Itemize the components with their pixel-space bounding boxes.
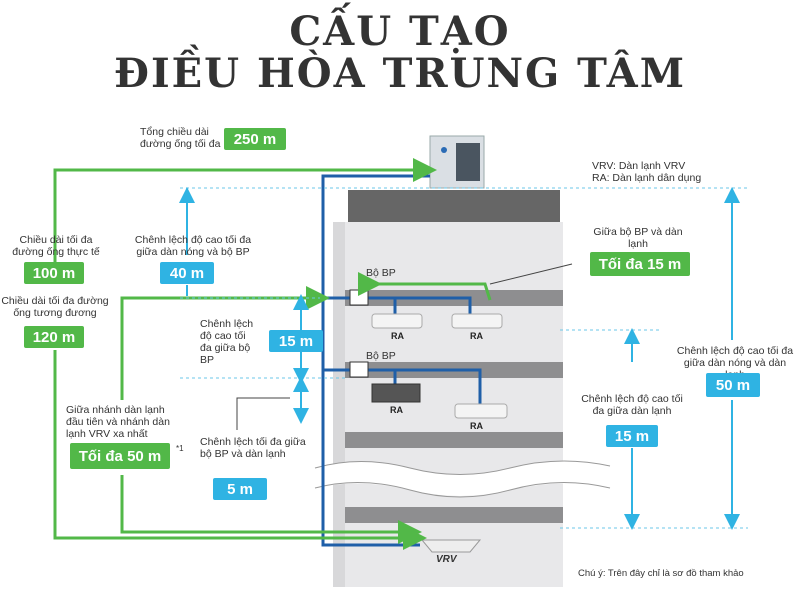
- floor-slab-3: [345, 432, 563, 448]
- floor-slab-4: [345, 507, 563, 523]
- ra-unit-2-label: RA: [470, 331, 483, 341]
- legend-ra: RA: Dàn lạnh dân dụng: [592, 172, 702, 184]
- building-left-wall: [333, 222, 345, 587]
- building-break: [315, 460, 610, 496]
- actual-length-label: Chiều dài tối đa đường ống thực tế: [12, 234, 100, 258]
- ra-unit-1: [371, 313, 423, 329]
- ra-unit-1-label: RA: [391, 331, 404, 341]
- height-out-bp-label: Chênh lệch độ cao tối đa giữa dàn nóng v…: [134, 234, 252, 258]
- bp-indoor-badge: Tối đa 15 m: [590, 252, 690, 276]
- total-length-label: Tổng chiều dài đường ống tối đa: [140, 126, 221, 150]
- height-bp-bp-label: Chênh lệch độ cao tối đa giữa bộ BP: [200, 318, 254, 366]
- height-bp-bp-badge: 15 m: [269, 330, 323, 352]
- ra-unit-3-label: RA: [390, 405, 403, 415]
- vrv-cassette: [420, 539, 482, 553]
- equiv-length-badge: 120 m: [24, 326, 84, 348]
- bp-unit-1: [349, 289, 369, 306]
- title-line-1: CẤU TẠO: [289, 8, 511, 55]
- ra-unit-4: [454, 403, 508, 419]
- ra-unit-4-label: RA: [470, 421, 483, 431]
- reference-note: Chú ý: Trên đây chỉ là sơ đồ tham khảo: [578, 568, 744, 579]
- bp-unit-2-label: Bộ BP: [366, 350, 396, 362]
- height-out-in-badge: 50 m: [706, 373, 760, 397]
- ra-unit-3: [371, 383, 421, 403]
- height-bp-indoor-label: Chênh lệch tối đa giữa bộ BP và dàn lạnh: [200, 436, 306, 460]
- height-out-bp-badge: 40 m: [160, 262, 214, 284]
- bp-unit-2: [349, 361, 369, 378]
- title-line-2: ĐIỀU HÒA TRUNG TÂM: [114, 50, 686, 97]
- total-length-badge: 250 m: [224, 128, 286, 150]
- branch-label: Giữa nhánh dàn lạnh đầu tiên và nhánh dà…: [66, 404, 170, 440]
- height-indoor-badge: 15 m: [606, 425, 658, 447]
- building-roof: [348, 190, 560, 222]
- vrv-unit-label: VRV: [436, 554, 457, 565]
- legend-vrv: VRV: Dàn lạnh VRV: [592, 160, 686, 172]
- actual-length-badge: 100 m: [24, 262, 84, 284]
- bp-indoor-label: Giữa bộ BP và dàn lạnh: [593, 226, 683, 250]
- height-indoor-label: Chênh lệch độ cao tối đa giữa dàn lạnh: [581, 393, 683, 417]
- ra-unit-2: [451, 313, 503, 329]
- footnote-mark: *1: [176, 444, 184, 453]
- branch-badge: Tối đa 50 m: [70, 443, 170, 469]
- bp-unit-1-label: Bộ BP: [366, 267, 396, 279]
- equiv-length-label: Chiều dài tối đa đường ống tương đương: [1, 295, 109, 319]
- height-bp-indoor-badge: 5 m: [213, 478, 267, 500]
